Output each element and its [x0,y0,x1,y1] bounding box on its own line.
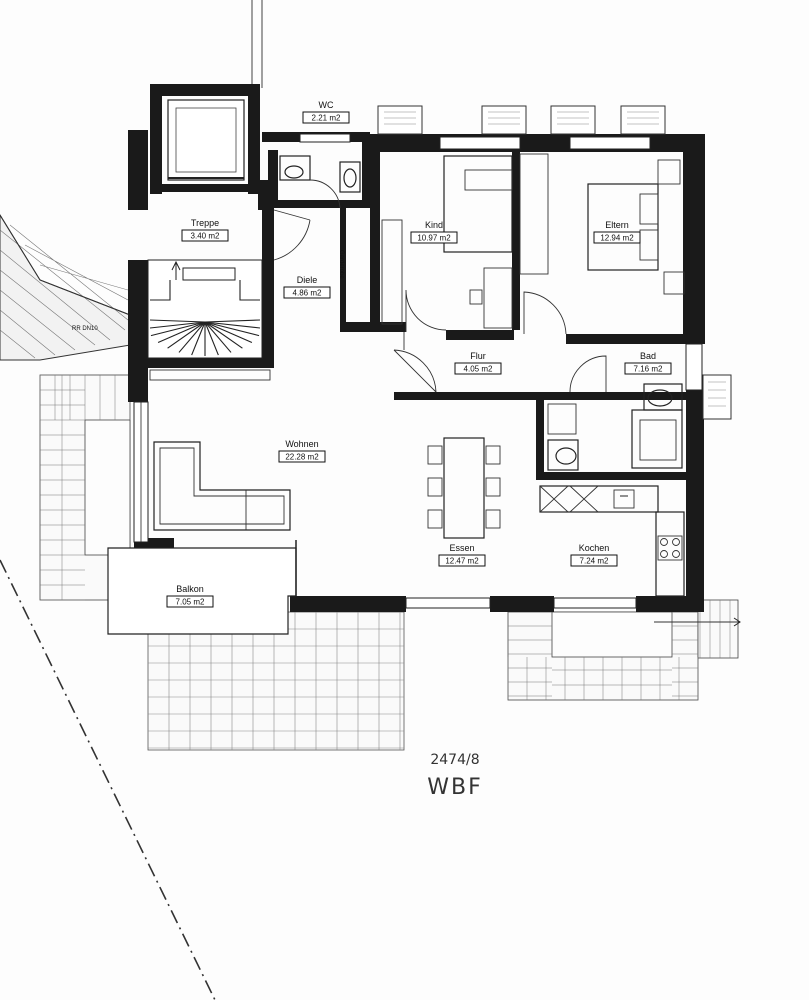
elevator [167,99,245,181]
room-label-bad: Bad 7.16 m2 [624,351,672,375]
room-label-flur: Flur 4.05 m2 [454,351,502,375]
bad-fixtures [547,383,683,471]
room-area: 7.24 m2 [580,557,609,566]
step-arrow-head [733,617,741,627]
windows-top [299,133,651,150]
room-area: 2.21 m2 [312,114,341,123]
room-area: 3.40 m2 [191,232,220,241]
treppe-door-swing [273,209,311,261]
parcel-boundary-line [0,559,216,1000]
room-label-balkon: Balkon 7.05 m2 [166,584,214,608]
room-area: 4.05 m2 [464,365,493,374]
terrace-tiles [147,611,405,751]
dining-table [427,437,501,539]
room-name: Kochen [579,543,610,553]
room-label-kind: Kind 10.97 m2 [410,220,458,244]
staircase [147,259,263,359]
room-area: 12.94 m2 [600,234,634,243]
balkon-slab [107,540,297,635]
room-name: Balkon [176,584,204,594]
room-area: 7.05 m2 [176,598,205,607]
flur-door-swing [393,349,437,393]
room-label-wc: WC 2.21 m2 [302,100,350,124]
wc-fixtures [279,155,361,209]
eltern-furniture [519,153,685,335]
window-bad [685,343,703,391]
kind-furniture [381,155,513,332]
room-area: 10.97 m2 [417,234,451,243]
sofa [153,441,291,531]
room-name: Kind [425,220,443,230]
room-area: 4.86 m2 [293,289,322,298]
garderobe-label: Garderobe [338,250,344,279]
bad-door-swing [569,355,607,393]
room-area: 12.47 m2 [445,557,479,566]
neighbor-boundary [251,0,263,88]
windows-bottom [405,597,637,609]
kitchen-fixtures [539,485,685,597]
room-name: Flur [470,351,486,361]
skylights [377,105,732,420]
room-name: Diele [297,275,318,285]
parcel-number: 2474/8 [430,752,479,768]
exterior-ramp [0,214,131,361]
room-label-eltern: Eltern 12.94 m2 [593,220,641,244]
room-label-diele: Diele 4.86 m2 [283,275,331,299]
room-name: Wohnen [285,439,318,449]
room-label-essen: Essen 12.47 m2 [438,543,486,567]
room-area: 7.16 m2 [634,365,663,374]
room-label-treppe: Treppe 3.40 m2 [181,218,229,242]
room-name: Treppe [191,218,219,228]
room-label-kochen: Kochen 7.24 m2 [570,543,618,567]
room-area: 22.28 m2 [285,453,319,462]
parcel-label: WBF [427,775,483,800]
room-name: Essen [449,543,474,553]
room-label-wohnen: Wohnen 22.28 m2 [278,439,326,463]
room-name: Bad [640,351,656,361]
rr-label: RR DN10 [72,326,98,332]
radiator [149,369,271,381]
room-name: WC [319,100,334,110]
room-name: Eltern [605,220,629,230]
interior-walls [140,142,690,480]
